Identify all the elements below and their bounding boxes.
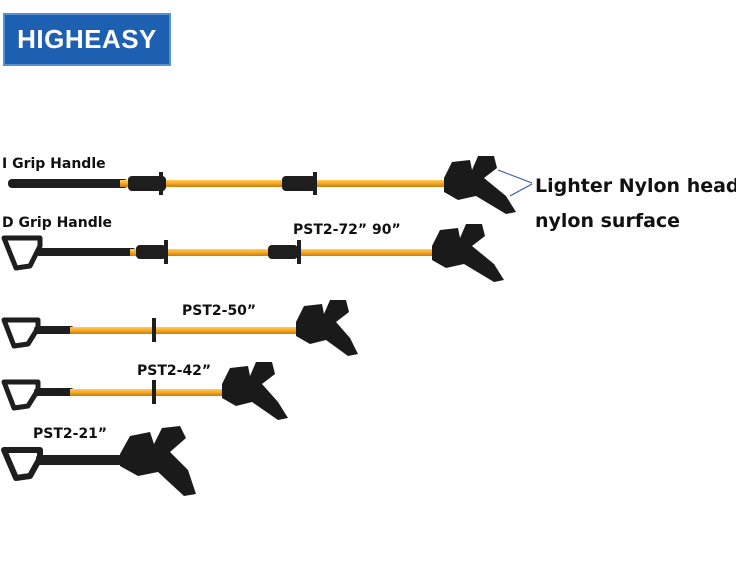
tool-i-grip-long <box>8 156 533 214</box>
tool-pst2-42 <box>1 362 288 420</box>
model-label-pst2-50: PST2-50” <box>182 303 257 319</box>
brand-logo: HIGHEASY <box>3 13 171 66</box>
nylon-head-1 <box>444 156 516 214</box>
nylon-head-5 <box>120 426 196 496</box>
nylon-head-3 <box>296 300 358 356</box>
model-label-pst2-72: PST2-72” 90” <box>293 222 401 238</box>
nylon-head-4 <box>222 362 288 420</box>
d-grip-handle-label: D Grip Handle <box>2 215 113 231</box>
model-label-pst2-21: PST2-21” <box>33 426 108 442</box>
nylon-head-caption-line2: nylon surface <box>535 210 681 232</box>
tool-pst2-21 <box>1 426 196 496</box>
tool-pst2-50 <box>1 300 358 356</box>
brand-logo-text: HIGHEASY <box>17 24 157 54</box>
nylon-head-2 <box>432 224 504 282</box>
i-grip-handle-label: I Grip Handle <box>2 156 106 172</box>
model-label-pst2-42: PST2-42” <box>137 363 212 379</box>
tool-d-grip-long <box>1 224 504 282</box>
nylon-head-caption-line1: Lighter Nylon head, <box>535 175 736 197</box>
